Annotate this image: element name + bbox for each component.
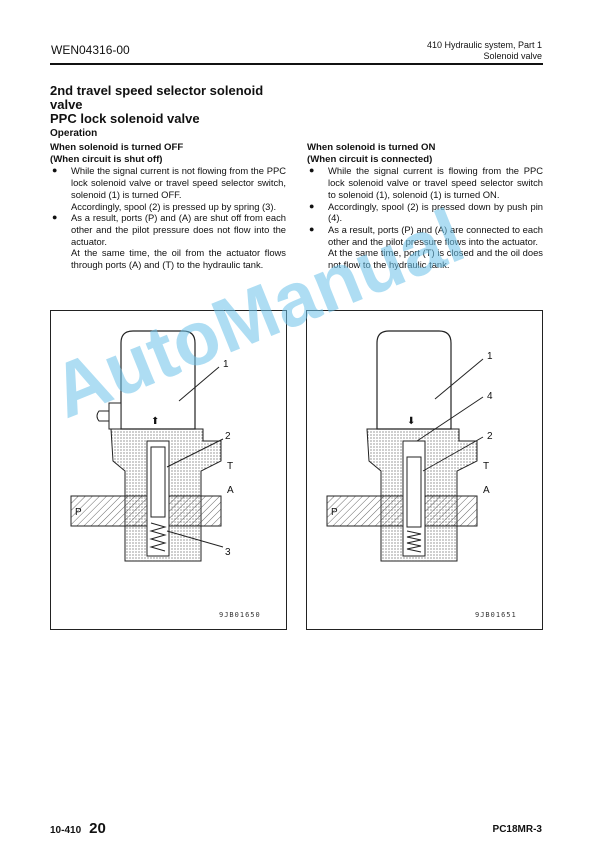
figure-code: 9JB01651 bbox=[475, 611, 517, 619]
bullet-text: At the same time, port (T) is closed and… bbox=[328, 247, 543, 271]
bullet-text: While the signal current is flowing from… bbox=[328, 165, 543, 200]
solenoid-off-diagram: ⬆ 1 2 3 T A P 9JB01650 bbox=[70, 330, 261, 619]
figure-solenoid-off: ⬆ 1 2 3 T A P 9JB01650 bbox=[50, 310, 287, 630]
spool-direction-arrow: ⬆ bbox=[151, 416, 159, 427]
bullet-icon: ● bbox=[309, 200, 315, 211]
solenoid-on-subheading: (When circuit is connected) bbox=[307, 153, 433, 165]
bullet-icon: ● bbox=[52, 212, 58, 223]
header-section-info: 410 Hydraulic system, Part 1 Solenoid va… bbox=[427, 40, 542, 62]
footer-model: PC18MR-3 bbox=[492, 824, 542, 835]
list-item: ● Accordingly, spool (2) is pressed down… bbox=[307, 201, 543, 224]
bullet-text: While the signal current is not flowing … bbox=[71, 165, 286, 200]
footer-page: 20 bbox=[89, 820, 106, 837]
solenoid-off-list: ● While the signal current is not flowin… bbox=[50, 165, 286, 270]
solenoid-on-heading: When solenoid is turned ON bbox=[307, 142, 436, 153]
port-p-label: P bbox=[75, 507, 82, 518]
callout-2: 2 bbox=[225, 431, 231, 442]
spring-shape bbox=[149, 522, 167, 552]
spring-shape bbox=[406, 530, 422, 553]
solenoid-off-section: When solenoid is turned OFF (When circui… bbox=[50, 142, 286, 271]
callout-leader-4 bbox=[416, 396, 484, 442]
spool-shape bbox=[406, 456, 422, 528]
document-code: WEN04316-00 bbox=[51, 43, 130, 57]
callout-leader-2 bbox=[166, 438, 224, 468]
list-item: ● As a result, ports (P) and (A) are con… bbox=[307, 224, 543, 271]
callout-leader-2 bbox=[422, 436, 484, 472]
callout-1: 1 bbox=[487, 351, 493, 362]
callout-2: 2 bbox=[487, 431, 493, 442]
spool-shape bbox=[150, 446, 166, 518]
port-t-label: T bbox=[227, 461, 233, 472]
figure-code: 9JB01650 bbox=[219, 611, 261, 619]
callout-1: 1 bbox=[223, 359, 229, 370]
solenoid-coil-shape bbox=[376, 330, 452, 430]
operation-heading: Operation bbox=[50, 128, 98, 139]
callout-3: 3 bbox=[225, 547, 231, 558]
callout-leader-1 bbox=[178, 366, 220, 402]
callout-leader-1 bbox=[434, 358, 484, 400]
solenoid-off-subheading: (When circuit is shut off) bbox=[50, 153, 163, 165]
bullet-icon: ● bbox=[309, 165, 315, 176]
callout-4: 4 bbox=[487, 391, 493, 402]
bullet-text: Accordingly, spool (2) is pressed up by … bbox=[71, 200, 277, 212]
body-hatched-area bbox=[326, 495, 478, 527]
connector-shape bbox=[96, 402, 122, 430]
callout-leader-3 bbox=[166, 530, 224, 548]
solenoid-on-list: ● While the signal current is flowing fr… bbox=[307, 165, 543, 270]
body-hatched-area bbox=[70, 495, 222, 527]
title-line-1: 2nd travel speed selector solenoid valve bbox=[50, 83, 264, 112]
header-rule bbox=[50, 63, 543, 65]
page-title: 2nd travel speed selector solenoid valve… bbox=[50, 84, 290, 126]
list-item: ● As a result, ports (P) and (A) are shu… bbox=[50, 212, 286, 271]
bullet-icon: ● bbox=[52, 165, 58, 176]
figure-solenoid-on: ⬇ 1 4 2 T A P 9JB01651 bbox=[306, 310, 543, 630]
bullet-text: As a result, ports (P) and (A) are conne… bbox=[328, 223, 543, 247]
list-item: ● While the signal current is flowing fr… bbox=[307, 165, 543, 200]
port-a-label: A bbox=[483, 485, 490, 496]
solenoid-off-heading: When solenoid is turned OFF bbox=[50, 142, 184, 153]
port-p-label: P bbox=[331, 507, 338, 518]
list-item: ● While the signal current is not flowin… bbox=[50, 165, 286, 212]
footer-section-number: 10-410 bbox=[50, 825, 82, 836]
header-section: 410 Hydraulic system, Part 1 bbox=[426, 40, 542, 50]
solenoid-coil-shape bbox=[120, 330, 196, 430]
bullet-text: Accordingly, spool (2) is pressed down b… bbox=[328, 200, 543, 224]
port-a-label: A bbox=[227, 485, 234, 496]
bullet-text: As a result, ports (P) and (A) are shut … bbox=[71, 212, 286, 247]
title-line-2: PPC lock solenoid valve bbox=[50, 111, 200, 126]
bullet-text: At the same time, the oil from the actua… bbox=[71, 247, 286, 271]
solenoid-on-diagram: ⬇ 1 4 2 T A P 9JB01651 bbox=[326, 330, 517, 619]
bullet-icon: ● bbox=[309, 223, 315, 234]
port-t-label: T bbox=[483, 461, 489, 472]
spool-direction-arrow: ⬇ bbox=[407, 416, 415, 427]
footer-page-number: 10-410 20 bbox=[50, 820, 106, 837]
solenoid-on-section: When solenoid is turned ON (When circuit… bbox=[307, 142, 543, 271]
header-subsection: Solenoid valve bbox=[483, 51, 542, 61]
